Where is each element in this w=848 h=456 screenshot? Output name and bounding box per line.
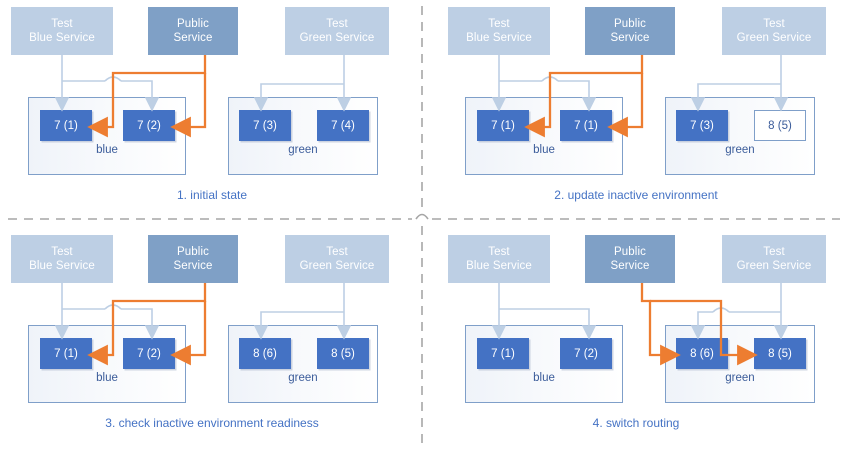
svc-line1: Test bbox=[326, 246, 348, 258]
instance-box[interactable]: 7 (1) bbox=[477, 338, 529, 369]
blue-env-label: blue bbox=[96, 372, 118, 384]
svc-line2: Blue Service bbox=[29, 260, 95, 272]
panel-caption: 2. update inactive environment bbox=[554, 188, 718, 202]
test-green-service-box[interactable]: Test Green Service bbox=[722, 235, 826, 283]
svc-line1: Public bbox=[614, 246, 646, 258]
instance-box[interactable]: 7 (1) bbox=[40, 338, 92, 369]
test-green-wire bbox=[690, 55, 789, 112]
instance-box[interactable]: 7 (4) bbox=[317, 110, 369, 141]
instance-box[interactable]: 8 (5) bbox=[317, 338, 369, 369]
svc-line1: Public bbox=[614, 18, 646, 30]
panel-caption: 3. check inactive environment readiness bbox=[105, 416, 319, 430]
svc-line2: Green Service bbox=[736, 32, 812, 44]
test-blue-service-box[interactable]: Test Blue Service bbox=[448, 7, 550, 55]
test-blue-service-box[interactable]: Test Blue Service bbox=[11, 235, 113, 283]
panel-check-inactive-readiness: Test Blue Service Public Service Test Gr… bbox=[0, 228, 424, 456]
panel-initial-state: Test Blue Service Public Service Test Gr… bbox=[0, 0, 424, 228]
public-service-label: Public Service bbox=[610, 245, 649, 273]
test-green-service-label: Test Green Service bbox=[300, 245, 375, 273]
test-blue-wire bbox=[491, 55, 597, 112]
instance-box[interactable]: 7 (2) bbox=[123, 338, 175, 369]
blue-env-label: blue bbox=[533, 372, 555, 384]
public-service-label: Public Service bbox=[610, 17, 649, 45]
public-service-label: Public Service bbox=[173, 245, 212, 273]
panel-update-inactive-environment: Test Blue Service Public Service Test Gr… bbox=[424, 0, 848, 228]
public-service-label: Public Service bbox=[173, 17, 212, 45]
svc-line2: Service bbox=[173, 32, 213, 44]
test-blue-service-label: Test Blue Service bbox=[466, 245, 532, 273]
test-green-service-box[interactable]: Test Green Service bbox=[722, 7, 826, 55]
svc-line2: Green Service bbox=[736, 260, 812, 272]
public-service-box[interactable]: Public Service bbox=[585, 235, 675, 283]
test-blue-service-box[interactable]: Test Blue Service bbox=[11, 7, 113, 55]
instance-box[interactable]: 8 (6) bbox=[676, 338, 728, 369]
instance-box[interactable]: 8 (6) bbox=[239, 338, 291, 369]
test-blue-service-label: Test Blue Service bbox=[466, 17, 532, 45]
test-green-service-label: Test Green Service bbox=[737, 17, 812, 45]
instance-box[interactable]: 7 (3) bbox=[676, 110, 728, 141]
public-service-box[interactable]: Public Service bbox=[148, 7, 238, 55]
test-green-wire bbox=[253, 283, 352, 340]
svc-line2: Blue Service bbox=[466, 32, 532, 44]
svc-line1: Test bbox=[326, 18, 348, 30]
test-blue-service-box[interactable]: Test Blue Service bbox=[448, 235, 550, 283]
svc-line2: Green Service bbox=[299, 260, 375, 272]
public-service-box[interactable]: Public Service bbox=[148, 235, 238, 283]
test-blue-wire bbox=[54, 55, 160, 112]
green-env-label: green bbox=[288, 372, 318, 384]
test-green-wire bbox=[253, 55, 352, 112]
test-blue-wire bbox=[491, 283, 597, 340]
panel-switch-routing: Test Blue Service Public Service Test Gr… bbox=[424, 228, 848, 456]
svc-line2: Service bbox=[610, 260, 650, 272]
test-green-service-box[interactable]: Test Green Service bbox=[285, 235, 389, 283]
svc-line2: Blue Service bbox=[29, 32, 95, 44]
svc-line1: Test bbox=[51, 246, 73, 258]
public-service-box[interactable]: Public Service bbox=[585, 7, 675, 55]
test-green-service-box[interactable]: Test Green Service bbox=[285, 7, 389, 55]
instance-box[interactable]: 8 (5) bbox=[754, 110, 806, 141]
test-blue-wire bbox=[54, 283, 160, 340]
panel-caption: 1. initial state bbox=[176, 188, 248, 202]
panel-caption: 4. switch routing bbox=[592, 416, 680, 430]
svc-line1: Test bbox=[51, 18, 73, 30]
instance-box[interactable]: 7 (2) bbox=[560, 338, 612, 369]
svc-line2: Blue Service bbox=[466, 260, 532, 272]
svc-line2: Service bbox=[173, 260, 213, 272]
test-green-service-label: Test Green Service bbox=[737, 245, 812, 273]
svc-line1: Public bbox=[177, 246, 209, 258]
svc-line1: Test bbox=[488, 246, 510, 258]
green-env-label: green bbox=[725, 372, 755, 384]
instance-box[interactable]: 7 (1) bbox=[560, 110, 612, 141]
svc-line2: Service bbox=[610, 32, 650, 44]
test-blue-service-label: Test Blue Service bbox=[29, 245, 95, 273]
green-env-label: green bbox=[725, 144, 755, 156]
blue-env-label: blue bbox=[533, 144, 555, 156]
instance-box[interactable]: 7 (1) bbox=[40, 110, 92, 141]
svc-line1: Test bbox=[763, 246, 785, 258]
instance-box[interactable]: 7 (2) bbox=[123, 110, 175, 141]
instance-box[interactable]: 8 (5) bbox=[754, 338, 806, 369]
svc-line1: Test bbox=[488, 18, 510, 30]
svc-line2: Green Service bbox=[299, 32, 375, 44]
instance-box[interactable]: 7 (3) bbox=[239, 110, 291, 141]
test-green-wire bbox=[690, 283, 789, 340]
svc-line1: Test bbox=[763, 18, 785, 30]
svc-line1: Public bbox=[177, 18, 209, 30]
test-green-service-label: Test Green Service bbox=[300, 17, 375, 45]
instance-box[interactable]: 7 (1) bbox=[477, 110, 529, 141]
test-blue-service-label: Test Blue Service bbox=[29, 17, 95, 45]
blue-env-label: blue bbox=[96, 144, 118, 156]
green-env-label: green bbox=[288, 144, 318, 156]
